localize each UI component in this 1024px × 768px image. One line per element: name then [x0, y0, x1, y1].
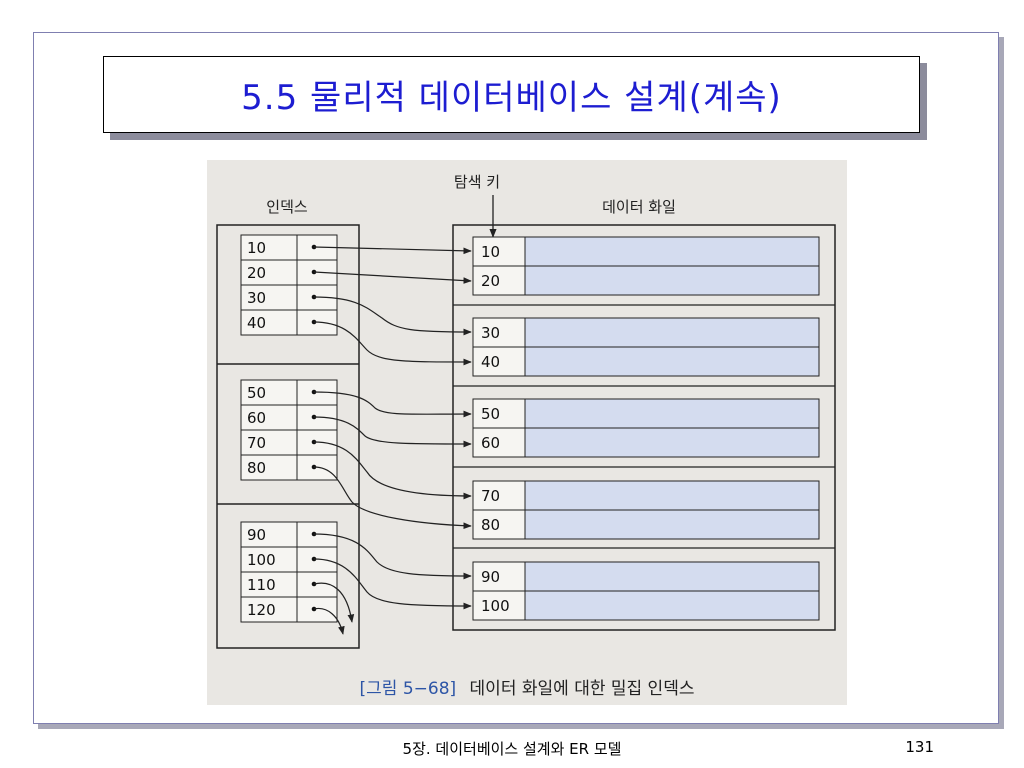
data-record-key: 100: [481, 597, 510, 615]
dense-index-diagram: 탐색 키 인덱스 데이터 화일 10 20 30: [216, 173, 836, 699]
data-record-key: 30: [481, 324, 500, 342]
index-pointer-dot: [311, 581, 317, 587]
index-entry-key-cell: [240, 596, 298, 623]
index-entry-key: 100: [247, 551, 276, 569]
data-record-key: 70: [481, 487, 500, 505]
index-entry-key-cell: [240, 309, 298, 336]
data-block-3: 50 60: [472, 398, 820, 458]
index-entry-key-cell: [240, 546, 298, 573]
slide-title: 5.5 물리적 데이터베이스 설계(계속): [241, 78, 782, 118]
index-entry-key: 50: [247, 384, 266, 402]
index-entry-pointer-cell: [296, 596, 338, 623]
figure-caption-text: 데이터 화일에 대한 밀집 인덱스: [470, 679, 695, 699]
index-entry-key: 40: [247, 314, 266, 332]
data-file-label: 데이터 화일: [602, 198, 676, 216]
index-pointer-dot: [311, 606, 317, 612]
data-block-2: 30 40: [472, 317, 820, 377]
index-entry-key: 90: [247, 526, 266, 544]
figure-caption-number: [그림 5−68]: [360, 679, 457, 699]
index-entry-key-cell: [240, 404, 298, 431]
data-record-key: 60: [481, 434, 500, 452]
index-entry-key: 10: [247, 239, 266, 257]
index-entry-key: 30: [247, 289, 266, 307]
data-block-5: 90 100: [472, 561, 820, 621]
index-entry-key: 60: [247, 409, 266, 427]
pointer-arrow-10: [313, 246, 472, 255]
pointer-arrow-120: [313, 607, 345, 635]
data-record-key: 40: [481, 353, 500, 371]
pointer-arrow-60: [313, 416, 472, 448]
dense-index-figure: 탐색 키 인덱스 데이터 화일 10 20 30: [207, 160, 847, 705]
data-record-key: 90: [481, 568, 500, 586]
index-entry-key: 70: [247, 434, 266, 452]
pointer-arrow-30: [313, 296, 472, 336]
index-block-1: 10 20 30 40: [240, 234, 338, 336]
index-entry-key-cell: [240, 571, 298, 598]
index-outer-box: [216, 224, 360, 649]
data-block-4: 70 80: [472, 480, 820, 540]
page-number: 131: [905, 738, 934, 756]
index-label: 인덱스: [266, 198, 308, 216]
index-entry-key: 20: [247, 264, 266, 282]
index-entry-key-cell: [240, 521, 298, 548]
index-entry-key: 120: [247, 601, 276, 619]
index-entry-key-cell: [240, 259, 298, 286]
data-record-key: 20: [481, 272, 500, 290]
title-box: 5.5 물리적 데이터베이스 설계(계속): [103, 56, 920, 133]
pointer-arrow-50: [313, 391, 472, 418]
data-block-1: 10 20: [472, 236, 820, 296]
index-block-2: 50 60 70 80: [240, 379, 338, 481]
pointer-arrow-100: [313, 558, 472, 610]
search-key-label: 탐색 키: [454, 173, 500, 191]
index-entry-key: 80: [247, 459, 266, 477]
index-block-3: 90 100 110 120: [240, 521, 338, 623]
pointer-arrow-90: [313, 533, 472, 580]
pointer-arrow-40: [313, 321, 472, 366]
pointer-arrow-110: [313, 582, 355, 623]
pointer-arrow-80: [313, 466, 472, 530]
data-file-outer-box: [452, 224, 836, 631]
data-record-key: 10: [481, 243, 500, 261]
data-record-key: 50: [481, 405, 500, 423]
slide-footer: 5장. 데이터베이스 설계와 ER 모델: [402, 740, 622, 758]
index-entry-key-cell: [240, 429, 298, 456]
index-pointer-dot: [311, 244, 317, 250]
pointer-arrow-70: [313, 441, 472, 500]
data-record-key: 80: [481, 516, 500, 534]
figure-caption: [그림 5−68] 데이터 화일에 대한 밀집 인덱스: [360, 679, 695, 699]
pointer-arrow-20: [313, 271, 472, 284]
index-entry-key: 110: [247, 576, 276, 594]
